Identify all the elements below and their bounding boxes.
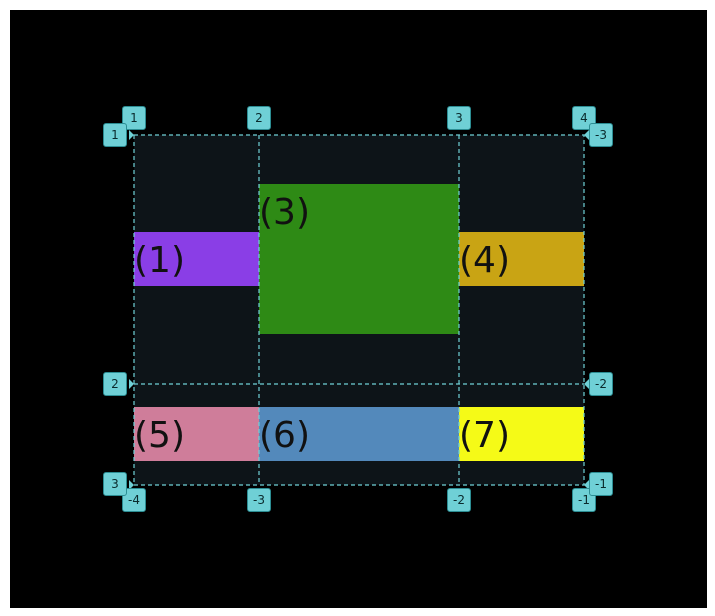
row-line-label: -1 — [589, 472, 613, 496]
row-line-label: -2 — [589, 372, 613, 396]
grid-item-1-label: (1) — [134, 240, 185, 281]
grid-item-7-label: (7) — [459, 415, 510, 456]
column-line-label: -3 — [247, 488, 271, 512]
row-line-label: -3 — [589, 123, 613, 147]
grid-item-4: (4) — [459, 232, 584, 286]
grid-item-6: (6) — [259, 407, 459, 461]
grid-item-3-label: (3) — [259, 192, 310, 233]
column-line-label: -2 — [447, 488, 471, 512]
grid-item-4-label: (4) — [459, 240, 510, 281]
grid-item-6-label: (6) — [259, 415, 310, 456]
row-line-label: 2 — [103, 372, 127, 396]
column-line-label: 3 — [447, 106, 471, 130]
grid-item-1: (1) — [134, 232, 259, 286]
row-line-label: 3 — [103, 472, 127, 496]
grid-item-7: (7) — [459, 407, 584, 461]
column-line-label: 2 — [247, 106, 271, 130]
grid-item-3: (3) — [259, 184, 459, 334]
grid-container: (1) (3) (4) (5) (6) (7) — [134, 135, 584, 485]
grid-item-5: (5) — [134, 407, 259, 461]
grid-item-5-label: (5) — [134, 415, 185, 456]
row-line-label: 1 — [103, 123, 127, 147]
